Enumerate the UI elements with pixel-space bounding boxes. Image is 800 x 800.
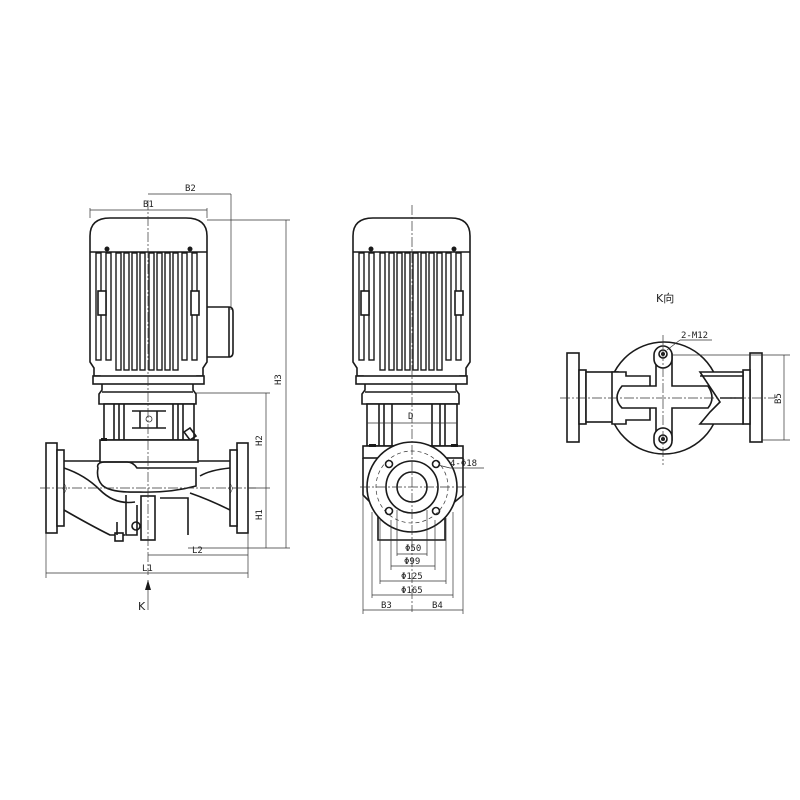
- k-view-left-flange: [566, 352, 580, 443]
- dim-d: D: [408, 412, 413, 422]
- dim-dia-50: Φ50: [405, 544, 421, 554]
- dim-b1: B1: [143, 200, 154, 210]
- pump-cover: [99, 439, 199, 463]
- dim-h2: H2: [255, 435, 265, 446]
- dim-h3: H3: [274, 374, 284, 385]
- k-direction-view: K向 2-M12 B5: [560, 291, 790, 465]
- view-k-label: K: [138, 600, 146, 613]
- dim-dia-99: Φ99: [404, 557, 420, 567]
- flange-bolt-holes: [384, 459, 441, 516]
- dim-b4: B4: [432, 601, 443, 611]
- motor-cooling-fins: [95, 252, 198, 371]
- dim-b5: B5: [774, 393, 784, 404]
- side-view: D 4-Φ18 Φ50 Φ99: [352, 205, 484, 614]
- terminal-box: [207, 306, 234, 358]
- k-view-right-flange: [749, 352, 763, 443]
- dim-b3: B3: [381, 601, 392, 611]
- side-pump-casing: [362, 458, 464, 541]
- dim-h1: H1: [255, 509, 265, 520]
- dim-bolts-m12: 2-M12: [681, 331, 708, 341]
- dim-l2: L2: [192, 546, 203, 556]
- dim-dia-125: Φ125: [401, 572, 423, 582]
- side-motor-cooling-fins: [358, 252, 462, 371]
- dim-bolt-holes: 4-Φ18: [450, 459, 477, 469]
- view-k-arrow-icon: [145, 580, 151, 590]
- pump-volute: [96, 461, 197, 493]
- dim-l1: L1: [142, 564, 153, 574]
- svg-text:◊: ◊: [62, 483, 67, 494]
- dim-dia-165: Φ165: [401, 586, 423, 596]
- dim-b2: B2: [185, 184, 196, 194]
- front-view: ◊ ◊ B1 B2 H3 H2 H1 L2 L1 K: [40, 184, 290, 613]
- svg-text:◊: ◊: [228, 483, 233, 494]
- k-view-title: K向: [656, 291, 674, 305]
